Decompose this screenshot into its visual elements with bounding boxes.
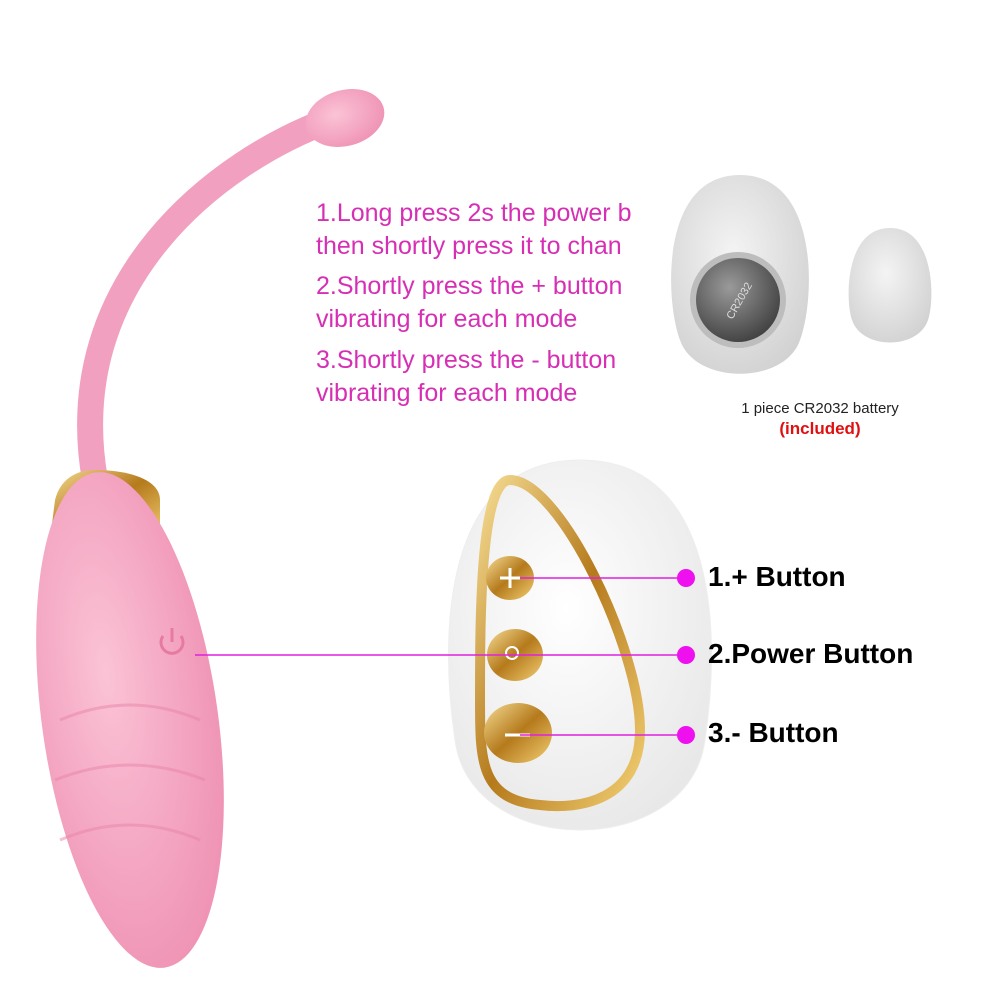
battery-included: (included) [779,419,861,438]
instruction-3: 3.Shortly press the - button vibrating f… [316,344,658,410]
callout-power-button: 2.Power Button [708,638,914,669]
power-icon [159,628,185,655]
callout-minus-button: 3.- Button [708,717,839,748]
pink-egg-device [36,89,385,968]
callout-lines [195,577,686,736]
instruction-line: 1.Long press 2s the power b [316,199,632,227]
battery-lid [848,228,932,343]
instruction-1: 1.Long press 2s the power b then shortly… [316,197,658,263]
callout-plus-button: 1.+ Button [708,561,846,592]
minus-button[interactable] [484,703,552,763]
instruction-line: 2.Shortly press the + button [316,272,623,300]
battery-note: 1 piece CR2032 battery (included) [700,400,940,439]
instruction-line: vibrating for each mode [316,379,578,407]
battery-description: 1 piece CR2032 battery [741,400,899,417]
instruction-line: then shortly press it to chan [316,232,622,260]
callout-dots [677,569,695,744]
instruction-line: vibrating for each mode [316,305,578,333]
remote-control [448,459,712,831]
instruction-2: 2.Shortly press the + button vibrating f… [316,270,658,336]
instruction-line: 3.Shortly press the - button [316,346,617,374]
remote-back-with-battery: CR2032 [671,175,932,374]
plus-icon [500,568,520,588]
